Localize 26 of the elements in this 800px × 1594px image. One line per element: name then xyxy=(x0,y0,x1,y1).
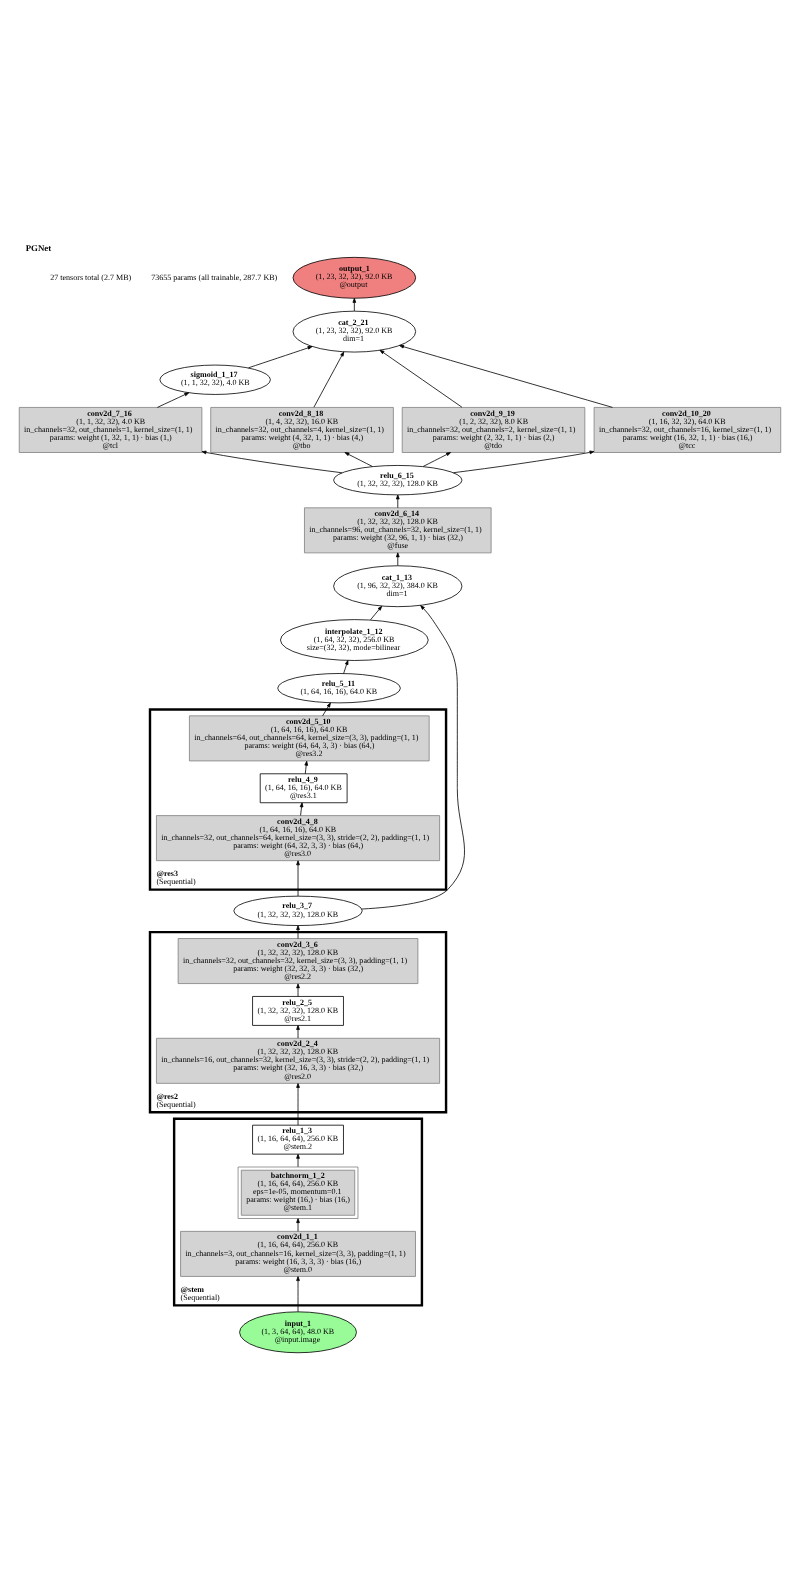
arrow xyxy=(201,450,343,474)
arrow xyxy=(296,1218,300,1232)
arrow xyxy=(296,1083,300,1126)
arrow xyxy=(296,1025,300,1039)
arrow xyxy=(396,552,400,566)
arrow xyxy=(304,760,309,775)
arrow xyxy=(352,297,357,312)
arrow xyxy=(399,344,613,408)
arrow xyxy=(422,452,451,467)
arrow xyxy=(156,392,190,408)
arrow xyxy=(396,494,400,509)
arrow xyxy=(296,860,300,897)
arrow xyxy=(299,802,304,816)
arrow xyxy=(361,605,465,910)
arrow xyxy=(296,925,300,939)
arrow xyxy=(296,983,300,997)
arrow xyxy=(344,452,373,467)
arrow xyxy=(296,1276,300,1313)
arrow xyxy=(343,660,349,674)
arrow xyxy=(322,702,331,717)
arrow xyxy=(370,605,383,621)
arrow xyxy=(379,349,463,408)
arrow xyxy=(453,450,595,474)
arrow xyxy=(313,351,345,408)
arrow xyxy=(248,346,313,369)
arrow xyxy=(296,1153,300,1168)
